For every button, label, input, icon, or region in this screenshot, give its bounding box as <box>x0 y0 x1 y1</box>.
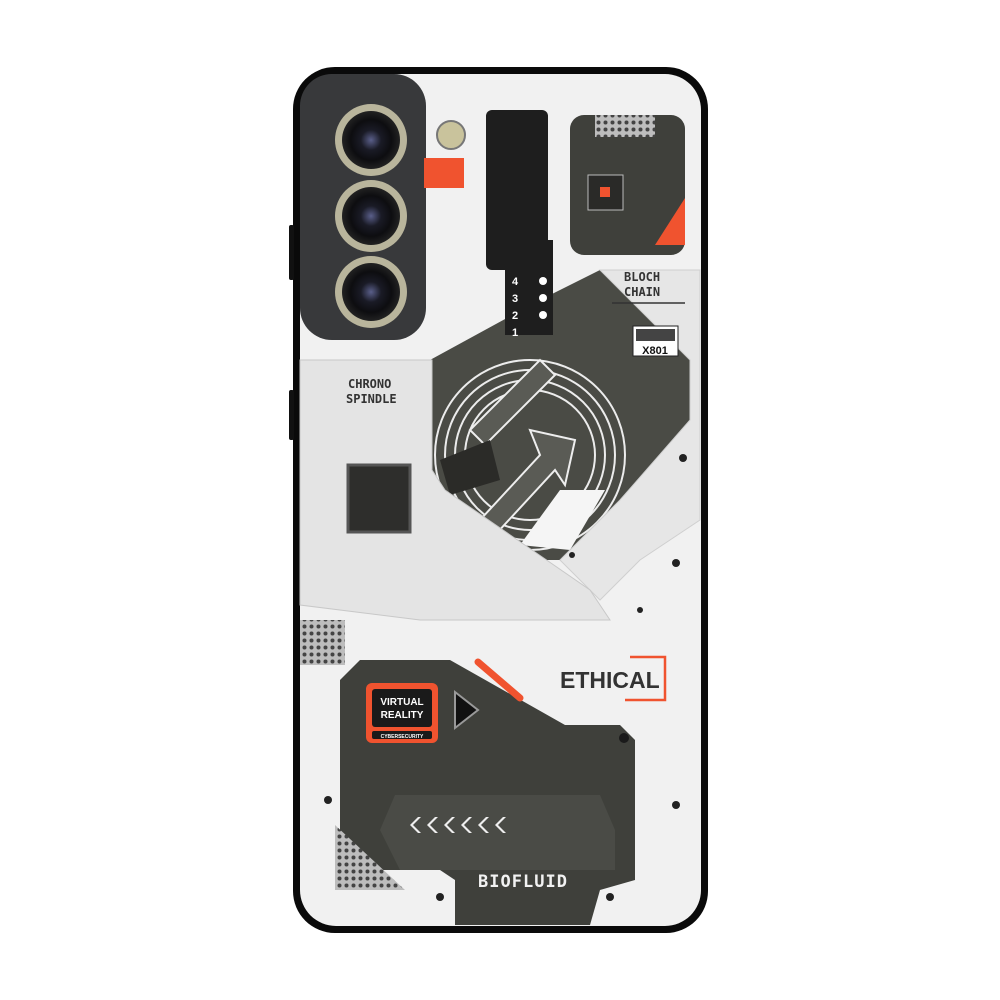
counter-panel <box>505 240 553 335</box>
chevrons-left-icon <box>410 817 506 833</box>
chip-indicator <box>600 187 610 197</box>
screw-hole <box>619 733 629 743</box>
svg-text:VIRTUAL: VIRTUAL <box>380 697 423 708</box>
grille <box>300 620 345 665</box>
ethical-logo: ETHICAL <box>560 655 667 702</box>
svg-text:4: 4 <box>512 276 519 288</box>
side-button <box>289 225 294 280</box>
play-triangle-icon <box>454 689 480 731</box>
accent-bar <box>474 658 524 702</box>
vent-column <box>486 110 548 270</box>
vr-badge: VIRTUAL REALITY CYBERSECURITY <box>366 683 438 743</box>
qr-tag <box>424 158 464 188</box>
arrow-icon <box>468 358 557 447</box>
right-frame <box>559 269 701 601</box>
side-button <box>289 390 294 440</box>
speaker-module <box>570 115 685 255</box>
spindle-window <box>346 463 412 534</box>
flash-icon <box>436 120 466 150</box>
counter-ticks: 4 3 2 1 <box>512 276 547 339</box>
arrow-icon <box>478 428 577 537</box>
svg-text:REALITY: REALITY <box>381 710 424 721</box>
screw-holes <box>324 454 687 901</box>
svg-text:3: 3 <box>512 293 518 305</box>
biofluid-label: BIOFLUID <box>478 872 568 892</box>
chrono-label-line1: CHRONO <box>348 377 391 391</box>
spindle-machinery <box>430 270 690 560</box>
accent-triangle <box>655 198 685 245</box>
bloch-label-line2: CHAIN <box>624 285 660 299</box>
barcode-code: X801 <box>642 345 668 357</box>
svg-text:1: 1 <box>512 327 518 339</box>
chevrons-icon <box>440 440 500 495</box>
barcode: X801 <box>632 325 679 357</box>
bloch-label-line1: BLOCH <box>624 270 660 284</box>
light-plate <box>520 490 605 550</box>
camera-lenses <box>335 104 407 328</box>
chrono-label-line2: SPINDLE <box>346 392 397 406</box>
biofluid-bar <box>380 795 615 870</box>
chrono-panel <box>299 359 611 621</box>
svg-text:ETHICAL: ETHICAL <box>560 667 660 693</box>
speaker-grille <box>595 115 655 137</box>
grille-triangle <box>335 825 405 890</box>
svg-text:2: 2 <box>512 310 518 322</box>
svg-text:CYBERSECURITY: CYBERSECURITY <box>381 734 424 740</box>
